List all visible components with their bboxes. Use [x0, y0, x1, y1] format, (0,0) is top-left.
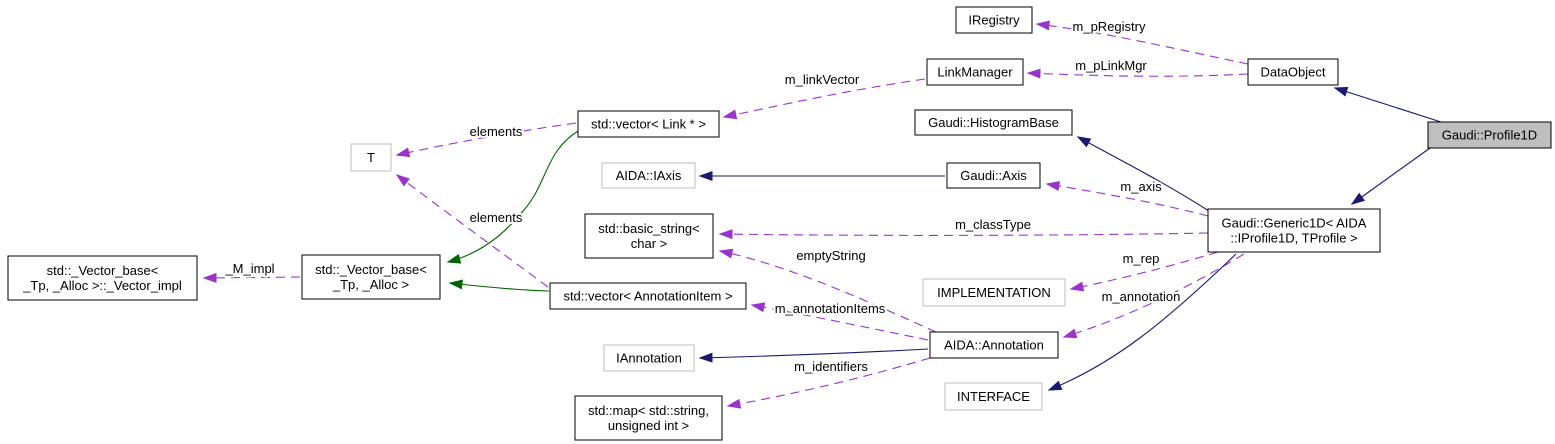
edge-profile1d-generic1d: [1350, 147, 1431, 205]
node-label-t: T: [367, 150, 375, 165]
node-label-implementation: IMPLEMENTATION: [937, 285, 1051, 300]
node-label-vector-impl-line2: _Tp, _Alloc >::_Vector_impl: [22, 278, 182, 293]
edge-label-elements-link: elements: [470, 124, 523, 139]
edge-m-annotationitems: [750, 302, 929, 341]
edge-m-rep: [1069, 251, 1219, 292]
node-implementation: IMPLEMENTATION: [922, 278, 1066, 307]
edge-emptystring: [718, 248, 937, 333]
node-label-gaudi-profile1d: Gaudi::Profile1D: [1442, 128, 1537, 143]
edge-annotation-iannotation: [698, 348, 929, 363]
node-aida-annotation[interactable]: AIDA::Annotation: [929, 331, 1059, 359]
node-label-vector-impl-line1: std::_Vector_base<: [47, 263, 159, 278]
node-label-interface: INTERFACE: [957, 389, 1030, 404]
node-label-vector-base-line1: std::_Vector_base<: [315, 262, 427, 277]
edge-label-m-linkvector: m_linkVector: [785, 72, 860, 87]
node-label-vector-annotationitem: std::vector< AnnotationItem >: [563, 289, 732, 304]
node-dataobject[interactable]: DataObject: [1247, 58, 1339, 86]
node-iannotation: IAnnotation: [603, 344, 695, 372]
edge-label-m-pregistry: m_pRegistry: [1073, 19, 1146, 34]
edge-m-plinkmgr: [1026, 68, 1249, 79]
node-label-std-map-line2: unsigned int >: [608, 418, 689, 433]
node-label-gaudi-axis: Gaudi::Axis: [960, 168, 1027, 183]
edge-m-pregistry: [1035, 20, 1249, 65]
node-iregistry[interactable]: IRegistry: [955, 6, 1033, 34]
node-label-iannotation: IAnnotation: [616, 351, 682, 366]
node-vector-base[interactable]: std::_Vector_base<_Tp, _Alloc >: [301, 254, 441, 300]
edge-label-m-identifiers: m_identifiers: [794, 359, 868, 374]
node-interface: INTERFACE: [944, 382, 1043, 411]
edge-vectorlink-vectorbase: [446, 130, 579, 264]
node-label-aida-annotation: AIDA::Annotation: [944, 338, 1044, 353]
edge-elements-annotationitem: [395, 174, 549, 288]
edge-m-impl: [202, 272, 301, 283]
node-vector-impl[interactable]: std::_Vector_base<_Tp, _Alloc >::_Vector…: [7, 255, 198, 301]
edge-vectorannot-vectorbase: [448, 279, 550, 292]
edge-m-axis: [1045, 181, 1209, 217]
edge-label-m-axis: m_axis: [1120, 179, 1162, 194]
edge-labels-layer: m_pRegistry m_pLinkMgr m_linkVector m_axism…: [222, 17, 1182, 376]
edge-m-identifiers: [726, 357, 931, 409]
edge-generic1d-histogrambase: [1076, 136, 1210, 212]
node-basic-string[interactable]: std::basic_string<char >: [584, 213, 714, 259]
edge-generic1d-interface: [1047, 253, 1237, 391]
edge-m-classtype: [718, 229, 1209, 240]
edge-label-m-plinkmgr: m_pLinkMgr: [1075, 58, 1147, 73]
edge-label-m-impl: _M_impl: [224, 261, 274, 276]
node-generic1d[interactable]: Gaudi::Generic1D< AIDA::IProfile1D, TPro…: [1207, 208, 1381, 253]
node-label-generic1d-line2: ::IProfile1D, TProfile >: [1230, 231, 1357, 246]
node-label-generic1d-line1: Gaudi::Generic1D< AIDA: [1222, 216, 1367, 231]
node-t: T: [350, 143, 392, 172]
node-label-linkmanager: LinkManager: [937, 65, 1013, 80]
edge-label-m-rep: m_rep: [1123, 251, 1160, 266]
node-label-histogrambase: Gaudi::HistogramBase: [928, 115, 1059, 130]
edge-label-m-annotationitems: m_annotationItems: [775, 301, 886, 316]
node-label-basic-string-line1: std::basic_string<: [598, 221, 700, 236]
edge-label-elements-annotationitem: elements: [470, 210, 523, 225]
node-label-vector-base-line2: _Tp, _Alloc >: [332, 277, 409, 292]
edge-label-m-classtype: m_classType: [955, 217, 1031, 232]
node-histogrambase[interactable]: Gaudi::HistogramBase: [914, 109, 1073, 136]
node-label-basic-string-line2: char >: [631, 236, 668, 251]
node-label-std-map-line1: std::map< std::string,: [588, 403, 709, 418]
node-vector-link[interactable]: std::vector< Link * >: [577, 110, 720, 138]
node-gaudi-profile1d: Gaudi::Profile1D: [1427, 121, 1552, 149]
edge-label-m-annotation: m_annotation: [1102, 289, 1181, 304]
edge-profile1d-dataobject: [1333, 87, 1442, 123]
node-label-aida-iaxis: AIDA::IAxis: [616, 168, 682, 183]
node-linkmanager[interactable]: LinkManager: [926, 58, 1024, 86]
node-aida-iaxis: AIDA::IAxis: [601, 162, 696, 189]
node-label-vector-link: std::vector< Link * >: [591, 117, 706, 132]
node-std-map[interactable]: std::map< std::string,unsigned int >: [574, 395, 723, 441]
edge-elements-link: [395, 122, 577, 158]
node-label-iregistry: IRegistry: [968, 13, 1020, 28]
node-vector-annotationitem[interactable]: std::vector< AnnotationItem >: [549, 282, 747, 310]
node-label-dataobject: DataObject: [1260, 65, 1325, 80]
node-gaudi-axis[interactable]: Gaudi::Axis: [946, 162, 1041, 189]
edges-layer: [202, 20, 1442, 409]
edge-label-emptystring: emptyString: [796, 248, 865, 263]
